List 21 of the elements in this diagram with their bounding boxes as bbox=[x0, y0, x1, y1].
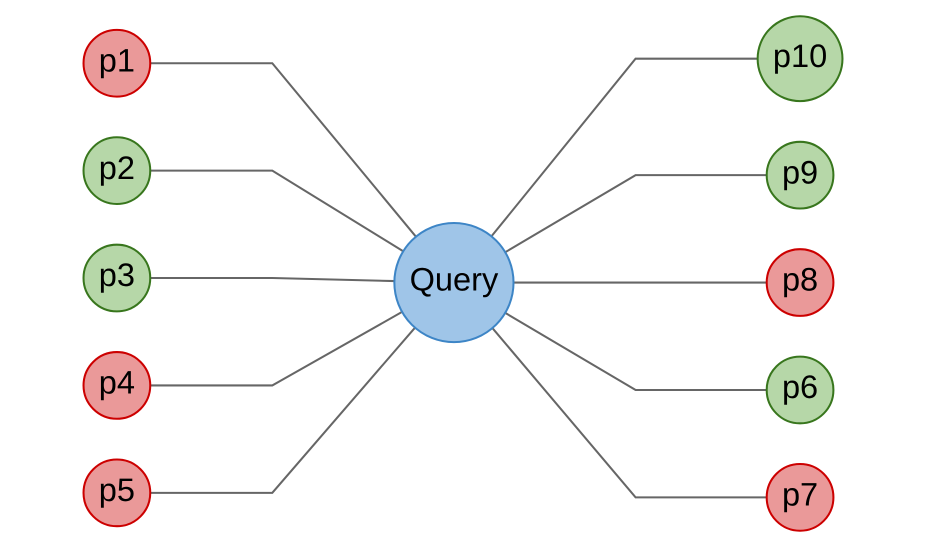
connector bbox=[150, 326, 416, 494]
connector bbox=[150, 62, 417, 238]
node-circle: p8 bbox=[766, 248, 834, 317]
node-circle: p10 bbox=[756, 15, 844, 102]
node-circle: p1 bbox=[82, 28, 152, 98]
node-circle: p9 bbox=[766, 140, 834, 210]
node-circle: Query bbox=[393, 222, 515, 344]
node-circle: p7 bbox=[766, 463, 834, 532]
connector bbox=[504, 174, 767, 254]
connector bbox=[492, 327, 767, 498]
connector bbox=[150, 277, 394, 282]
node-circle: p4 bbox=[82, 351, 152, 420]
node-circle: p6 bbox=[766, 356, 834, 424]
connector bbox=[504, 312, 767, 391]
connector bbox=[490, 58, 758, 237]
connector bbox=[514, 282, 767, 284]
node-circle: p3 bbox=[82, 244, 152, 312]
node-circle: p2 bbox=[82, 136, 152, 205]
connector bbox=[150, 311, 403, 386]
node-circle: p5 bbox=[82, 458, 152, 528]
connector bbox=[150, 170, 404, 252]
